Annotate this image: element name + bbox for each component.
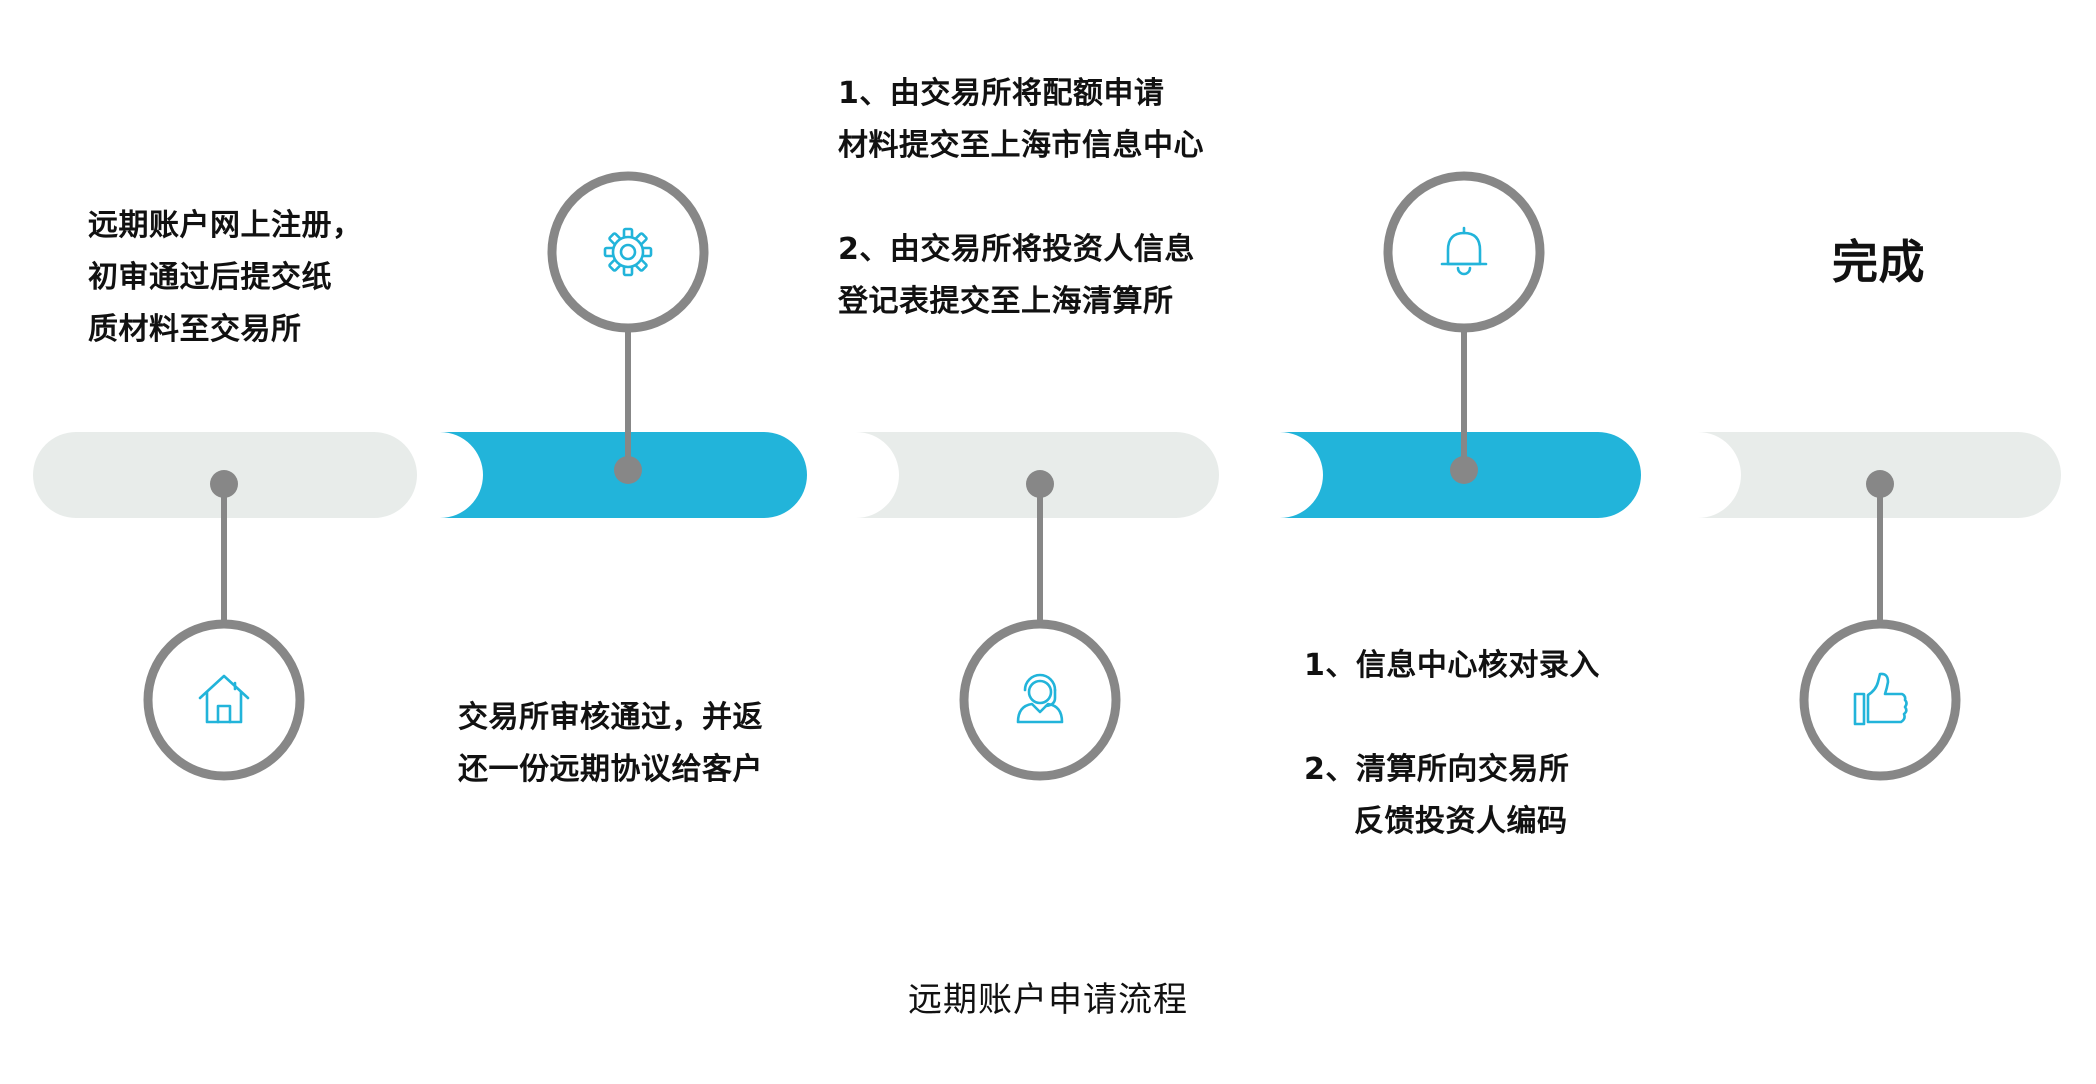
connector-dot-4 bbox=[1450, 456, 1478, 484]
step-2-line-1: 交易所审核通过，并返 bbox=[458, 700, 763, 735]
gear-icon bbox=[603, 227, 653, 277]
connector-dot-3 bbox=[1026, 470, 1054, 498]
step-1-line-2: 初审通过后提交纸 bbox=[88, 260, 332, 295]
diagram-caption: 远期账户申请流程 bbox=[908, 980, 1188, 1020]
thumbs-up-icon bbox=[1853, 672, 1908, 726]
headset-user-icon bbox=[1016, 673, 1064, 724]
icon-ring-5 bbox=[1799, 619, 1961, 781]
step-3-item-2-line-2: 登记表提交至上海清算所 bbox=[838, 284, 1174, 319]
icon-ring-3 bbox=[959, 619, 1121, 781]
step-5-done-label: 完成 bbox=[1832, 235, 1925, 289]
step-4-item-2-line-1: 2、清算所向交易所 bbox=[1304, 752, 1570, 787]
connector-dot-2 bbox=[614, 456, 642, 484]
step-3-item-2-line-1: 2、由交易所将投资人信息 bbox=[838, 232, 1195, 267]
step-2-line-2: 还一份远期协议给客户 bbox=[458, 752, 763, 787]
icon-ring-4 bbox=[1383, 171, 1545, 333]
step-3-item-1-line-1: 1、由交易所将配额申请 bbox=[838, 76, 1165, 111]
step-1-line-3: 质材料至交易所 bbox=[88, 312, 302, 347]
step-3-text: 1、由交易所将配额申请 材料提交至上海市信息中心 2、由交易所将投资人信息 登记… bbox=[838, 68, 1204, 328]
step-5-text: 完成 bbox=[1832, 232, 1925, 292]
connector-dot-1 bbox=[210, 470, 238, 498]
step-4-text: 1、信息中心核对录入 2、清算所向交易所 反馈投资人编码 bbox=[1304, 640, 1600, 848]
step-1-line-1: 远期账户网上注册， bbox=[88, 208, 363, 243]
bell-icon bbox=[1440, 226, 1488, 276]
icon-ring-1 bbox=[143, 619, 305, 781]
step-4-item-2-line-2: 反馈投资人编码 bbox=[1354, 804, 1568, 839]
step-4-item-1-line-1: 1、信息中心核对录入 bbox=[1304, 648, 1600, 683]
connector-dot-5 bbox=[1866, 470, 1894, 498]
step-1-text: 远期账户网上注册， 初审通过后提交纸 质材料至交易所 bbox=[88, 200, 363, 356]
home-icon bbox=[198, 674, 250, 724]
step-2-text: 交易所审核通过，并返 还一份远期协议给客户 bbox=[458, 692, 763, 796]
step-3-item-1-line-2: 材料提交至上海市信息中心 bbox=[838, 128, 1204, 163]
